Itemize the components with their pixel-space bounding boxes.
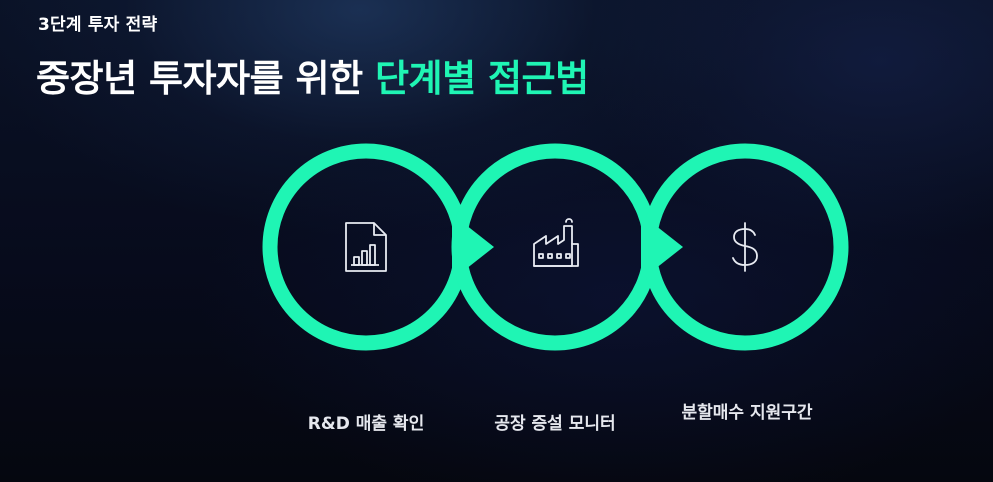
step-arrow-1 — [452, 214, 494, 280]
page-title-main: 중장년 투자자를 위한 — [36, 57, 376, 100]
eyebrow-label: 3단계 투자 전략 — [38, 15, 158, 35]
step-label-2: 공장 증설 모니터 — [494, 414, 616, 434]
step-label-1: R&D 매출 확인 — [307, 414, 425, 434]
step-arrow-2 — [641, 214, 683, 280]
page-title-accent: 단계별 접근법 — [375, 57, 589, 100]
step-label-3: 분할매수 지원구간 — [681, 403, 813, 423]
dollar-icon — [719, 221, 771, 273]
page-title: 중장년 투자자를 위한 단계별 접근법 — [36, 48, 589, 102]
factory-icon — [530, 216, 582, 268]
document-chart-icon — [340, 221, 392, 273]
